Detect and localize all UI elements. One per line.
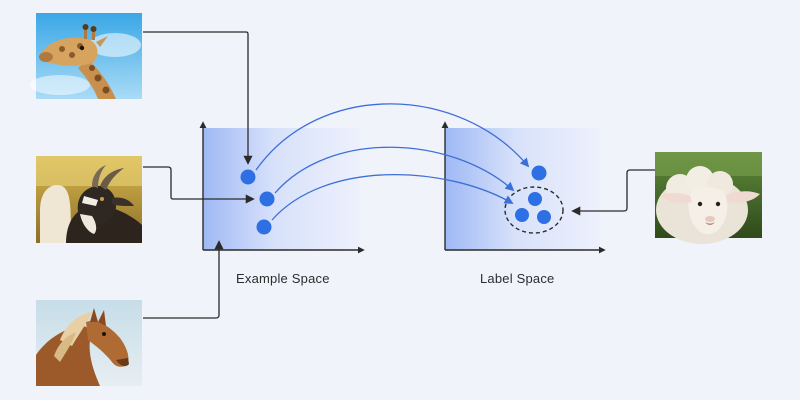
connector-sheep	[571, 169, 655, 216]
connector-goat	[143, 166, 255, 204]
connector-horse	[143, 240, 224, 319]
label-space	[441, 121, 606, 254]
mapping-arrow-2	[274, 146, 515, 194]
goat-photo	[36, 156, 142, 243]
giraffe-photo	[30, 13, 142, 99]
mapping-arrows	[255, 103, 530, 221]
example-point-horse	[256, 219, 272, 235]
label-space-label: Label Space	[480, 271, 555, 286]
label-cluster-point-1	[528, 192, 542, 206]
example-space-label: Example Space	[236, 271, 330, 286]
sheep-photo	[655, 152, 762, 244]
mapping-arrow-3	[271, 173, 514, 221]
label-cluster-point-3	[537, 210, 551, 224]
example-space	[199, 121, 365, 254]
photo-connectors	[143, 31, 655, 319]
example-space-area	[203, 128, 360, 250]
label-cluster-point-2	[515, 208, 529, 222]
example-point-goat	[259, 191, 275, 207]
example-point-giraffe	[240, 169, 256, 185]
label-space-area	[445, 128, 600, 250]
mapping-arrow-1	[255, 103, 530, 171]
label-cluster-outline	[504, 186, 564, 234]
horse-photo	[36, 300, 142, 386]
connector-giraffe	[143, 31, 253, 165]
label-point-single	[531, 165, 547, 181]
